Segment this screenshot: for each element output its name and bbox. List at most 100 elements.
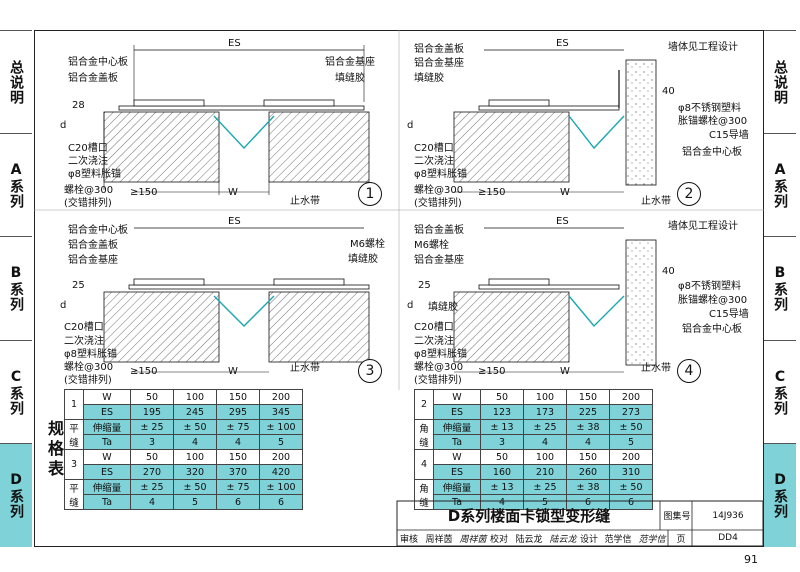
spec-cell: 6	[566, 494, 610, 510]
spec-cell: 150	[216, 389, 260, 405]
spec-row-header: W	[83, 389, 131, 405]
spec-cell: ± 50	[609, 479, 653, 495]
spec-cell: 273	[609, 404, 653, 420]
spec-cell: 100	[173, 389, 217, 405]
sidebar-item-b-series[interactable]: B系列	[0, 236, 32, 340]
spec-table-type: 平缝	[64, 419, 84, 450]
spec-cell: 310	[609, 464, 653, 480]
sidebar-item-a-series[interactable]: A系列	[0, 133, 32, 236]
detail-2-drawing	[453, 49, 657, 193]
d3-label-stagger: (交错排列)	[64, 375, 112, 386]
spec-table-num: 1	[64, 389, 84, 420]
d3-label-anchor: φ8塑料胀锚	[64, 349, 117, 360]
spec-cell: 295	[216, 404, 260, 420]
design-signature: 范学信	[638, 534, 666, 545]
d2-dim-w: W	[560, 187, 570, 198]
spec-cell: 100	[173, 449, 217, 465]
d2-label-sealant: 填缝胶	[414, 73, 444, 84]
detail-1-drawing	[103, 45, 370, 195]
spec-cell: 5	[173, 494, 217, 510]
d1-label-cover-plate: 铝合金盖板	[68, 73, 118, 84]
d3-dim-w: W	[228, 366, 238, 377]
spec-cell: 50	[130, 389, 174, 405]
spec-cell: 200	[259, 449, 303, 465]
spec-row-header: ES	[83, 464, 131, 480]
spec-cell: 200	[609, 389, 653, 405]
spec-cell: ± 50	[173, 419, 217, 435]
left-sidebar: 总说明 A系列 B系列 C系列 D系列	[0, 30, 32, 547]
d3-label-groove: C20槽口	[64, 322, 104, 333]
page-label: 页	[676, 534, 686, 545]
sidebar-item-d-series[interactable]: D系列	[0, 443, 32, 547]
spec-cell: 270	[130, 464, 174, 480]
spec-cell: ± 25	[130, 479, 174, 495]
spec-table-num: 4	[414, 449, 434, 480]
d4-label-m6-bolt: M6螺栓	[414, 240, 449, 251]
spec-cell: ± 13	[480, 479, 524, 495]
spec-table-num: 2	[414, 389, 434, 420]
d1-dim-w: W	[228, 187, 238, 198]
spec-cell: 5	[523, 494, 567, 510]
d4-label-stagger: (交错排列)	[414, 375, 462, 386]
d2-label-waterstop: 止水带	[641, 196, 671, 207]
spec-row-header: Ta	[433, 434, 481, 450]
title-block-grid	[396, 500, 764, 547]
d2-label-center-plate: 铝合金中心板	[682, 147, 742, 158]
sidebar-item-c-series-right[interactable]: C系列	[764, 340, 796, 443]
spec-cell: 50	[480, 449, 524, 465]
d2-label-cover-plate: 铝合金盖板	[414, 44, 464, 55]
spec-cell: 4	[523, 434, 567, 450]
sidebar-item-general-right[interactable]: 总说明	[764, 30, 796, 133]
d2-dim-40: 40	[662, 86, 675, 97]
check-name: 陆云龙	[515, 534, 543, 545]
right-sidebar: 总说明 A系列 B系列 C系列 D系列	[764, 30, 796, 547]
spec-cell: 5	[259, 434, 303, 450]
check-signature: 陆云龙	[549, 534, 577, 545]
d2-label-anchor: φ8塑料胀锚	[414, 169, 467, 180]
spec-row-header: ES	[433, 404, 481, 420]
review-name: 周祥茵	[425, 534, 453, 545]
d2-label-grouting: 二次浇注	[414, 156, 454, 167]
d2-label-stagger: (交错排列)	[414, 198, 462, 209]
spec-cell: 6	[609, 494, 653, 510]
spec-cell: ± 13	[480, 419, 524, 435]
design-name: 范学信	[604, 534, 632, 545]
d1-label-grouting: 二次浇注	[68, 156, 108, 167]
d1-label-base: 铝合金基座	[325, 57, 375, 68]
sidebar-item-c-series[interactable]: C系列	[0, 340, 32, 443]
spec-cell: 6	[259, 494, 303, 510]
d1-label-sealant: 填缝胶	[335, 73, 365, 84]
d2-dim-d: d	[407, 120, 414, 131]
sidebar-item-d-series-right[interactable]: D系列	[764, 443, 796, 547]
d4-label-groove: C20槽口	[414, 322, 454, 333]
d3-dim-d: d	[60, 300, 67, 311]
spec-row-header: Ta	[433, 494, 481, 510]
sidebar-item-a-series-right[interactable]: A系列	[764, 133, 796, 236]
check-label: 校对	[489, 534, 508, 545]
table-row: 平缝伸缩量± 25± 50± 75± 100	[64, 419, 303, 450]
d3-label-m6-bolt: M6螺栓	[350, 239, 385, 250]
table-row: 角缝伸缩量± 13± 25± 38± 50	[414, 419, 653, 450]
d4-dim-es: ES	[556, 216, 569, 227]
spec-cell: ± 100	[259, 419, 303, 435]
d4-label-ss-anchor-bolt: 胀锚螺栓@300	[678, 295, 748, 306]
spec-row-header: ES	[83, 404, 131, 420]
review-label: 审核	[399, 534, 418, 545]
sidebar-item-b-series-right[interactable]: B系列	[764, 236, 796, 340]
d4-dim-d: d	[407, 300, 414, 311]
design-label: 设计	[579, 534, 598, 545]
spec-row-header: Ta	[83, 494, 131, 510]
sidebar-item-general[interactable]: 总说明	[0, 30, 32, 133]
spec-cell: 4	[480, 494, 524, 510]
review-signature: 周祥茵	[459, 534, 487, 545]
d3-dim-es: ES	[228, 216, 241, 227]
spec-cell: 370	[216, 464, 260, 480]
d1-label-anchor: φ8塑料胀锚	[68, 169, 121, 180]
